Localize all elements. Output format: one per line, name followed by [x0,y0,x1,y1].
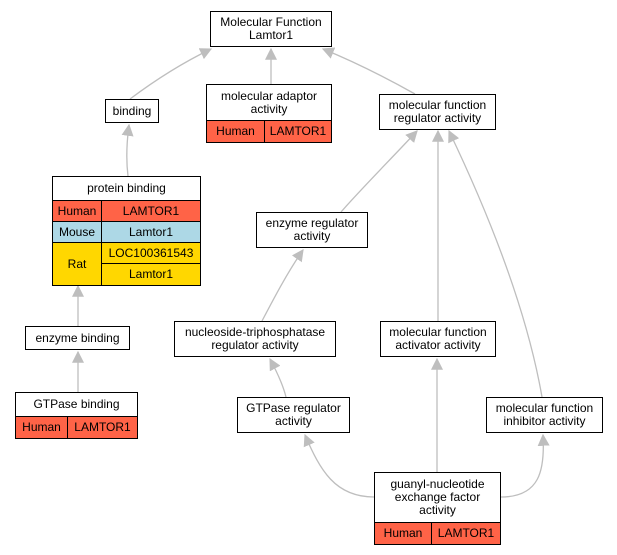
species-cell-human: Human [16,417,68,438]
edge-enzyme_regulator-to-mf_regulator [340,130,418,213]
species-cell-human: Human [207,121,265,142]
go-term-node-mf-activator[interactable]: molecular function activator activity [380,321,496,357]
go-term-label: Molecular Function Lamtor1 [220,15,322,42]
go-term-label: protein binding [87,181,166,195]
go-term-label: molecular adaptor activity [220,88,318,116]
go-term-label: molecular function activator activity [389,325,487,352]
gene-symbol-cell[interactable]: LAMTOR1 [432,523,500,544]
species-cell-rat: Rat [53,243,102,285]
go-term-label: molecular function inhibitor activity [495,401,594,428]
gene-symbol-cell[interactable]: Lamtor1 [102,264,200,285]
go-term-node-mf-root[interactable]: Molecular Function Lamtor1 [210,11,332,47]
species-cell-mouse: Mouse [53,222,102,243]
edge-mf_inhibitor-to-mf_regulator [448,129,543,398]
go-term-node-enzyme-binding[interactable]: enzyme binding [25,326,130,350]
go-term-node-mf-regulator[interactable]: molecular function regulator activity [379,94,496,130]
species-cell-human: Human [375,523,432,544]
go-term-label: guanyl-nucleotide exchange factor activi… [390,477,485,517]
gene-symbol-cell[interactable]: LAMTOR1 [102,201,200,222]
edge-protein_binding-to-binding [121,123,134,177]
go-term-node-ntpase-regulator[interactable]: nucleoside-triphosphatase regulator acti… [174,321,336,357]
go-term-node-gtpase-regulator[interactable]: GTPase regulator activity [237,397,350,433]
edge-gef-to-gtpase_regulator [303,433,375,498]
edge-mf_regulator-to-mf_root [321,47,416,95]
go-term-node-gef[interactable]: guanyl-nucleotide exchange factor activi… [374,472,501,545]
edge-gef-to-mf_inhibitor [500,433,550,498]
gene-symbol-cell[interactable]: LAMTOR1 [265,121,331,142]
edge-binding-to-mf_root [129,48,213,100]
edge-ntpase_regulator-to-enzyme_regulator [261,249,304,322]
edge-gtpase_regulator-to-ntpase_regulator [269,357,287,398]
go-term-node-binding[interactable]: binding [105,99,159,123]
go-term-label: enzyme binding [35,330,120,345]
gene-symbol-cell[interactable]: Lamtor1 [102,222,200,243]
go-term-label: molecular function regulator activity [388,98,487,125]
species-cell-human: Human [53,201,102,222]
go-term-label: GTPase regulator activity [246,401,341,428]
go-term-label: enzyme regulator activity [265,216,359,243]
go-term-label: GTPase binding [33,397,120,411]
go-term-label: binding [112,103,152,118]
go-term-node-mf-inhibitor[interactable]: molecular function inhibitor activity [486,397,603,433]
gene-symbol-cell[interactable]: LAMTOR1 [68,417,137,438]
go-term-label: nucleoside-triphosphatase regulator acti… [184,325,326,352]
go-term-node-enzyme-regulator[interactable]: enzyme regulator activity [256,212,368,248]
gene-symbol-cell[interactable]: LOC100361543 [102,243,200,264]
